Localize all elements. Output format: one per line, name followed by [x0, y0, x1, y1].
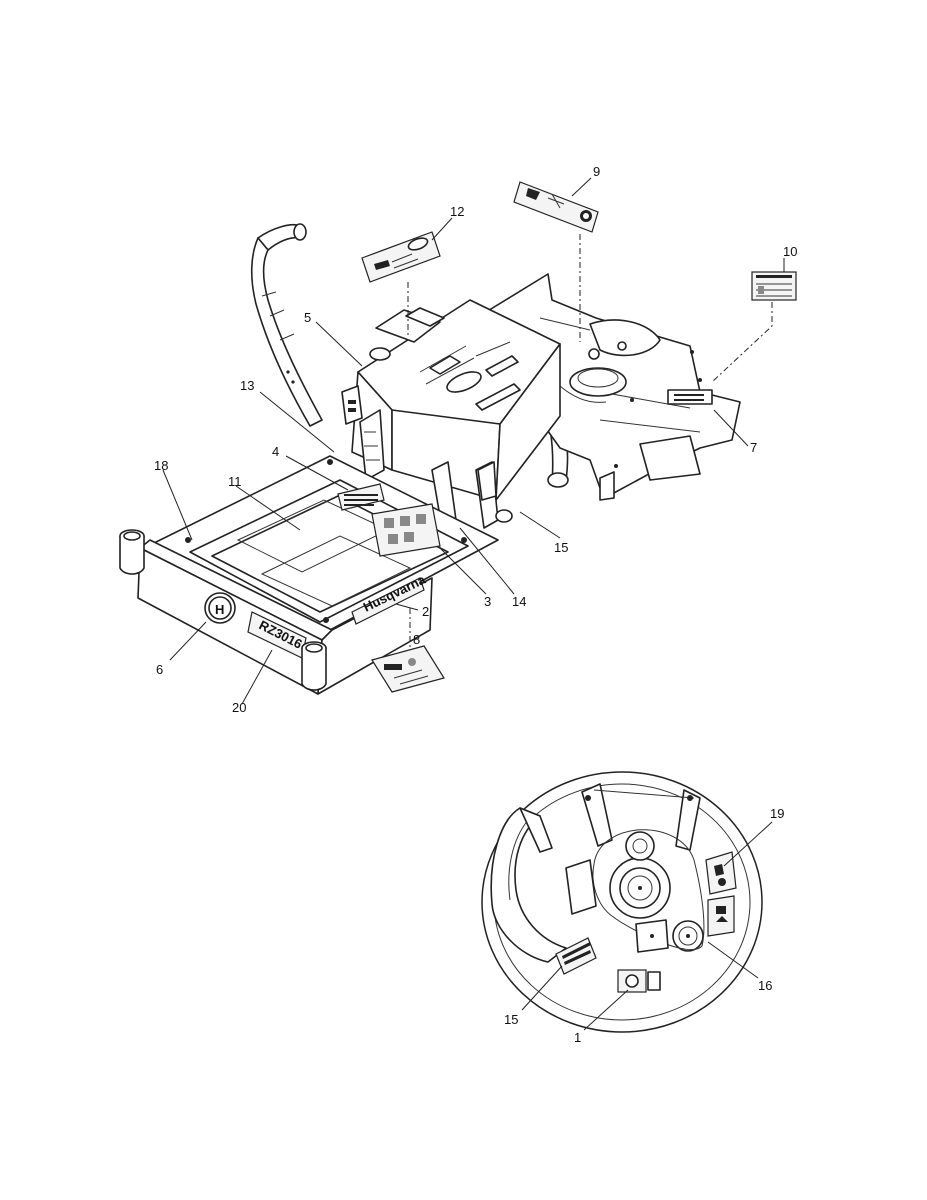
callout-10: 10 — [783, 244, 797, 259]
drive-belt — [592, 829, 705, 951]
idler-pulley — [625, 831, 655, 861]
adjuster-notches — [359, 409, 385, 481]
callout-8: 8 — [413, 632, 420, 647]
callout-5: 5 — [304, 310, 311, 325]
spindle-pulley — [672, 920, 704, 952]
callout-16: 16 — [758, 978, 772, 993]
callout-18: 18 — [154, 458, 168, 473]
callout-13: 13 — [240, 378, 254, 393]
leaders-deck — [521, 821, 773, 1031]
callout-20: 20 — [232, 700, 246, 715]
deck-hangers — [581, 783, 701, 851]
mower-frame-view: H RZ3016 Husqvarna — [119, 164, 797, 715]
decal-19-deck-warning — [705, 851, 737, 895]
rear-frame — [485, 273, 741, 501]
mower-deck-view: 19 16 15 1 — [481, 771, 784, 1045]
seat-pan-housing — [341, 299, 561, 529]
callout-7: 7 — [750, 440, 757, 455]
decal-1-deck — [617, 969, 661, 993]
callout-9: 9 — [593, 164, 600, 179]
left-caster — [119, 529, 145, 575]
decal-12 — [361, 231, 441, 283]
right-caster — [301, 641, 327, 691]
callout-12: 12 — [450, 204, 464, 219]
callout-19: 19 — [770, 806, 784, 821]
callout-4: 4 — [272, 444, 279, 459]
left-steering-lever — [250, 223, 323, 427]
callout-15-deck: 15 — [504, 1012, 518, 1027]
callout-3: 3 — [484, 594, 491, 609]
deck-bracket — [565, 859, 669, 953]
logo-letter: H — [215, 602, 224, 617]
husqvarna-logo: H — [204, 592, 236, 624]
decal-9 — [513, 181, 599, 233]
callout-2: 2 — [422, 604, 429, 619]
decal-16-deck — [707, 895, 735, 937]
callout-1: 1 — [574, 1030, 581, 1045]
leaders-upper — [162, 177, 785, 705]
callout-6: 6 — [156, 662, 163, 677]
decal-8 — [371, 645, 445, 693]
decal-10 — [751, 271, 797, 301]
callout-11: 11 — [228, 474, 242, 489]
center-spindle — [609, 857, 671, 919]
callout-14: 14 — [512, 594, 526, 609]
explode-line-10 — [711, 302, 773, 383]
front-bumper: H RZ3016 Husqvarna — [137, 539, 433, 695]
callout-15-frame: 15 — [554, 540, 568, 555]
decal-4-floor-warning — [337, 483, 385, 511]
decal-3-floor-instructions — [371, 503, 441, 557]
